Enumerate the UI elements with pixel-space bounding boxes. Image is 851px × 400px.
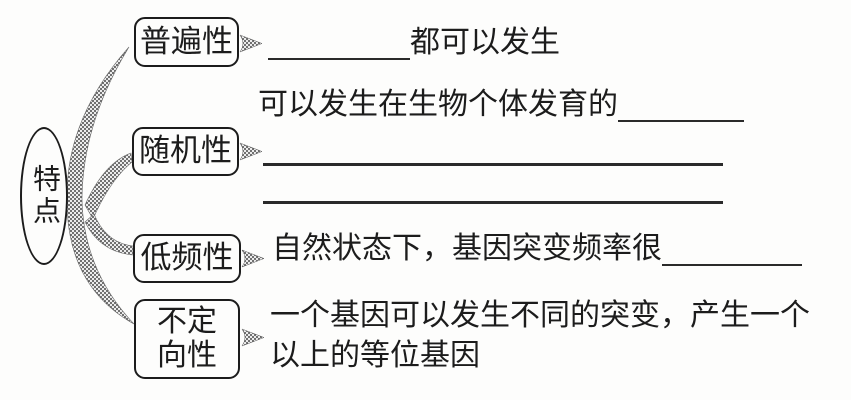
low-frequency-description: 自然状态下，基因突变频率很 — [272, 232, 802, 266]
node-universality-label: 普遍性 — [140, 23, 233, 59]
root-node-label: 特点 — [29, 164, 60, 228]
branch-curve-main — [66, 46, 135, 325]
node-non-directionality-label-line2: 向性 — [157, 339, 217, 372]
node-non-directionality-label-line1: 不定 — [157, 305, 217, 339]
fill-in-blank — [268, 28, 410, 60]
randomness-description: 可以发生在生物个体发育的 — [258, 88, 744, 122]
arrow-right-icon — [239, 34, 263, 53]
fill-in-blank-line — [263, 201, 723, 204]
root-node-characteristics: 特点 — [20, 127, 68, 265]
non-directionality-text-line2: 以上的等位基因 — [270, 339, 480, 372]
universality-text: 都可以发生 — [410, 26, 560, 59]
node-low-frequency: 低频性 — [133, 234, 241, 283]
branch-curve-low-frequency — [84, 213, 134, 256]
low-frequency-text: 自然状态下，基因突变频率很 — [272, 232, 662, 265]
arrow-right-icon — [241, 328, 265, 347]
randomness-text: 可以发生在生物个体发育的 — [258, 88, 618, 121]
fill-in-blank — [662, 234, 802, 266]
arrow-right-icon — [239, 142, 263, 161]
node-randomness-label: 随机性 — [139, 133, 232, 169]
node-non-directionality: 不定 向性 — [134, 299, 240, 379]
universality-description: 都可以发生 — [268, 26, 560, 60]
non-directionality-description: 一个基因可以发生不同的突变，产生一个 以上的等位基因 — [270, 296, 815, 376]
branch-curve-randomness — [84, 152, 133, 220]
non-directionality-text-line1: 一个基因可以发生不同的突变，产生一个 — [270, 299, 810, 332]
fill-in-blank-line — [263, 163, 723, 166]
arrow-right-icon — [241, 249, 265, 268]
node-low-frequency-label: 低频性 — [140, 240, 234, 276]
node-randomness: 随机性 — [132, 127, 239, 176]
fill-in-blank — [618, 90, 744, 122]
node-universality: 普遍性 — [134, 17, 239, 67]
